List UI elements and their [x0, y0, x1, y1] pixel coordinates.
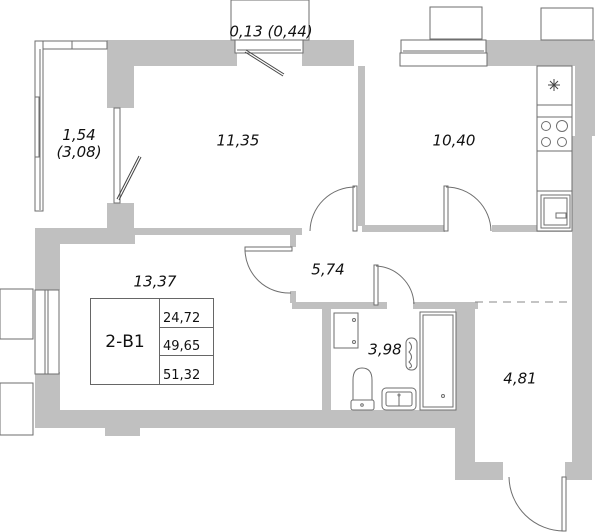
room-area-kitchen: 10,40 — [432, 131, 476, 150]
toilet-icon — [350, 367, 375, 411]
total-area-with-balcony: 51,32 — [163, 368, 201, 384]
bathroom-sink-icon — [381, 387, 417, 411]
bathroom-fixtures — [333, 311, 457, 411]
room-area-living: 13,37 — [133, 272, 177, 291]
room-area-bedroom: 11,35 — [216, 131, 260, 150]
walls — [35, 40, 595, 480]
room-area-balcony: 0,13 (0,44) — [229, 22, 313, 41]
total-area: 49,65 — [160, 328, 213, 357]
doors — [244, 185, 567, 532]
hood-icon — [548, 79, 560, 91]
room-area-entry: 4,81 — [503, 369, 537, 388]
external-units — [0, 0, 594, 436]
bathtub-icon — [419, 311, 457, 411]
kitchen-sink-icon — [540, 194, 571, 229]
washing-machine-icon — [333, 312, 359, 349]
apartment-code: 2-В1 — [91, 299, 160, 384]
room-area-hallway: 5,74 — [311, 260, 345, 279]
room-area-bathroom: 3,98 — [368, 340, 402, 359]
cooktop-icon — [541, 120, 568, 147]
loggia-area: 1,54 — [62, 125, 96, 144]
room-area-loggia: 1,54 (3,08) — [56, 125, 102, 162]
windows — [34, 39, 488, 375]
apartment-summary: 2-В1 24,72 49,65 51,32 — [90, 298, 214, 385]
living-area: 24,72 — [160, 299, 213, 328]
loggia-area-full: (3,08) — [56, 143, 102, 161]
kitchen-counter — [536, 65, 573, 232]
towel-radiator-icon — [405, 337, 418, 371]
